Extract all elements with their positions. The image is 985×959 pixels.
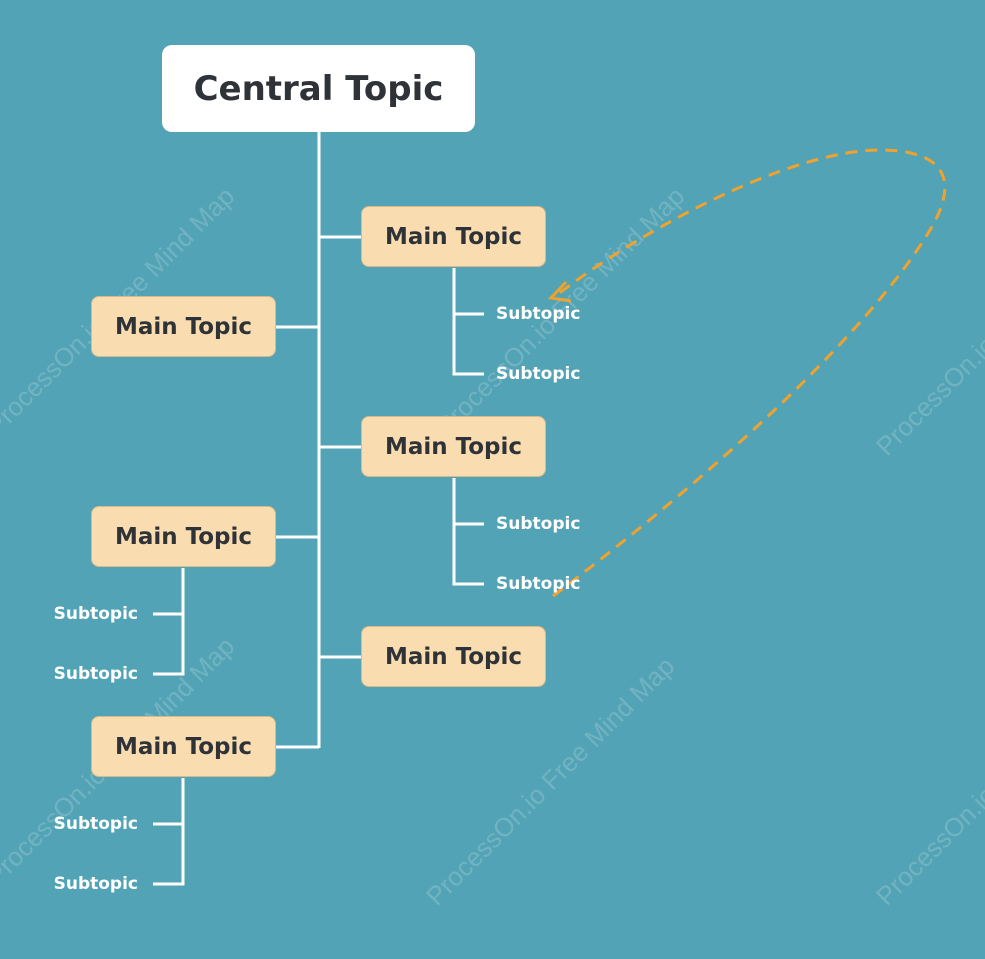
subtopic[interactable]: Subtopic [496, 514, 581, 534]
sub-connector [153, 568, 185, 676]
relationship-curve [552, 148, 947, 598]
subtopic[interactable]: Subtopic [53, 604, 138, 624]
main-topic-left-3[interactable]: Main Topic [91, 716, 276, 777]
main-topic-right-1[interactable]: Main Topic [361, 206, 546, 267]
subtopic[interactable]: Subtopic [53, 664, 138, 684]
relationship-arrowhead [547, 280, 572, 303]
subtopic[interactable]: Subtopic [53, 814, 138, 834]
subtopic[interactable]: Subtopic [496, 574, 581, 594]
subtopic[interactable]: Subtopic [496, 364, 581, 384]
subtopic[interactable]: Subtopic [53, 874, 138, 894]
sub-connector [452, 478, 484, 586]
sub-connector [153, 778, 185, 886]
main-topic-right-2[interactable]: Main Topic [361, 416, 546, 477]
central-topic[interactable]: Central Topic [162, 45, 475, 132]
main-topic-left-1[interactable]: Main Topic [91, 296, 276, 357]
subtopic[interactable]: Subtopic [496, 304, 581, 324]
sub-connector [452, 268, 484, 376]
main-topic-left-2[interactable]: Main Topic [91, 506, 276, 567]
main-topic-right-3[interactable]: Main Topic [361, 626, 546, 687]
